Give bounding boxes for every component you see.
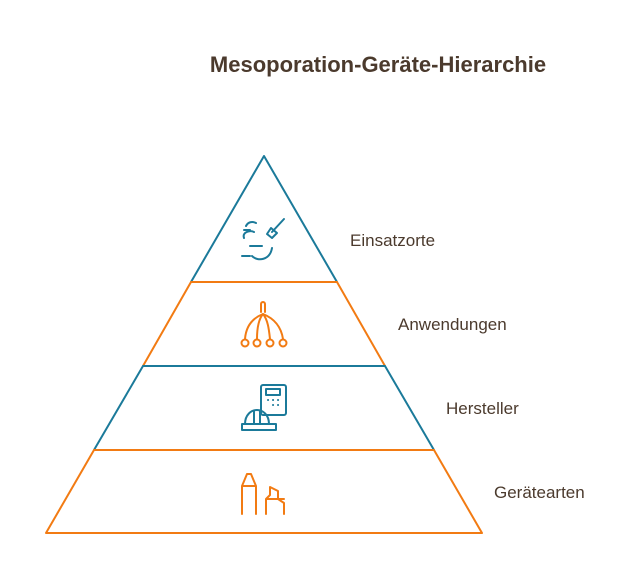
pyramid-level-hersteller [93,365,435,451]
hand-brush-icon [241,218,285,261]
markers-icon [241,473,285,515]
level-label-anwendungen: Anwendungen [398,315,507,334]
level-label-einsatzorte: Einsatzorte [350,231,436,250]
branching-applicator-icon [240,301,288,348]
level-label-hersteller: Hersteller [446,399,519,418]
hardhat-calculator-icon [241,384,287,431]
pyramid-level-anwendungen [142,281,386,367]
pyramid-level-einsatzorte [190,155,338,283]
diagram-title: Mesoporation-Geräte-Hierarchie [209,52,547,77]
level-label-geraetearten: Gerätearten [494,483,585,502]
pyramid-level-geraetearten [45,449,483,534]
